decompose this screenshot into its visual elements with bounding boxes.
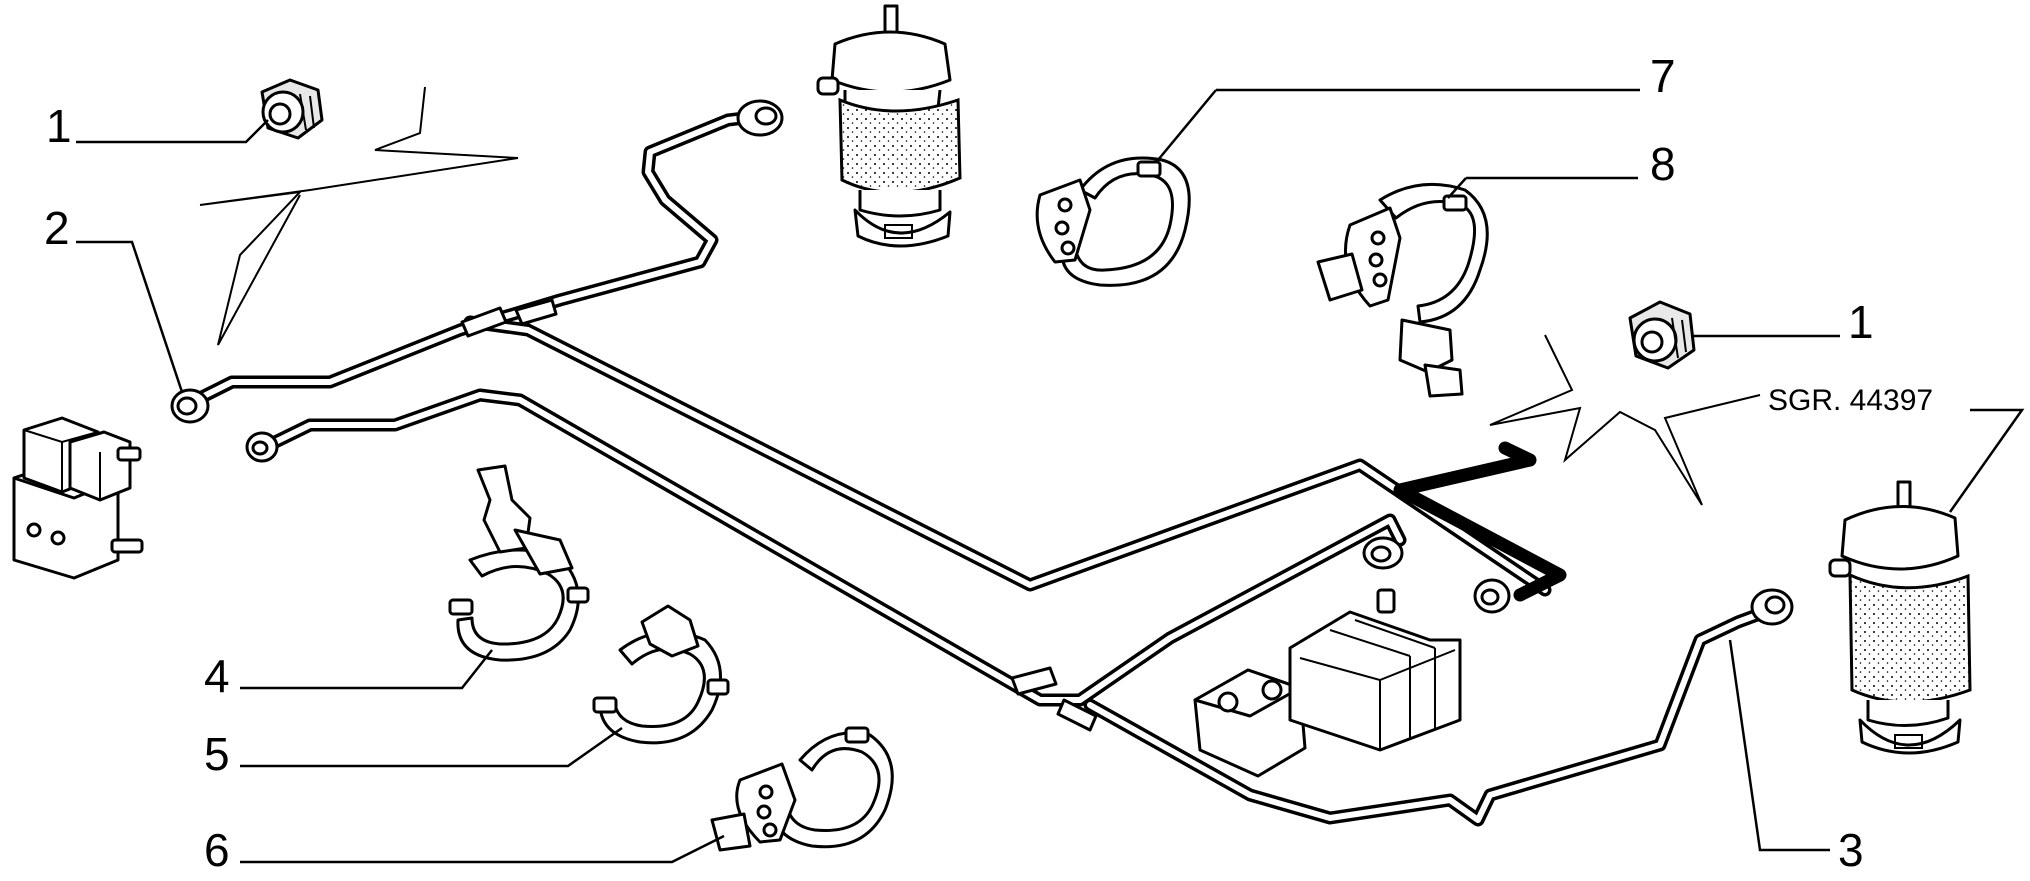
leader-7 — [1157, 88, 1640, 161]
fuel-canister-top — [816, 4, 962, 248]
callout-label-6: 6 — [204, 824, 230, 876]
nut-part-1-top — [260, 78, 324, 140]
callout-label-5: 5 — [204, 728, 230, 780]
leader-3 — [1728, 639, 1830, 852]
nut-part-1-right — [1628, 300, 1696, 370]
leader-lines — [76, 88, 2025, 864]
leader-sgr — [1948, 408, 2025, 513]
solenoid-valve-center — [1193, 588, 1462, 778]
callout-label-1-right: 1 — [1848, 296, 1874, 348]
pipe-fitting-3 — [1750, 588, 1794, 626]
clamp-part-6 — [710, 726, 894, 852]
leader-4 — [240, 649, 493, 690]
clamp-part-5 — [592, 604, 730, 745]
explosion-mark-left — [199, 86, 519, 346]
leader-8 — [1447, 176, 1638, 199]
callout-label-2: 2 — [44, 202, 70, 254]
callout-labels: 1 2 7 8 1 4 5 6 3 SGR. 44397 — [44, 50, 1933, 876]
fuel-canister-right — [1828, 480, 1972, 755]
clamp-part-7 — [1035, 156, 1191, 287]
pipe-fitting-small — [245, 431, 279, 463]
clamp-part-4 — [448, 464, 590, 662]
pipe-fitting-2 — [170, 388, 210, 424]
leader-2 — [76, 240, 184, 393]
leader-5 — [240, 726, 623, 768]
reference-code: SGR. 44397 — [1768, 384, 1933, 417]
callout-label-4: 4 — [204, 650, 230, 702]
fuel-pipes — [170, 99, 1794, 827]
callout-label-1-top: 1 — [46, 100, 72, 152]
leader-1a — [76, 119, 269, 144]
solenoid-valve-left — [12, 416, 144, 580]
callout-label-8: 8 — [1650, 138, 1676, 190]
pipe-fitting-right — [1473, 578, 1511, 614]
explosion-mark-right — [1489, 334, 1761, 506]
pipe-fitting-top — [736, 99, 784, 137]
leader-6 — [240, 834, 725, 864]
clamp-part-8 — [1316, 182, 1489, 398]
pipe-fitting-mid — [1362, 536, 1404, 570]
callout-label-7: 7 — [1650, 50, 1676, 102]
callout-label-3: 3 — [1838, 824, 1864, 876]
